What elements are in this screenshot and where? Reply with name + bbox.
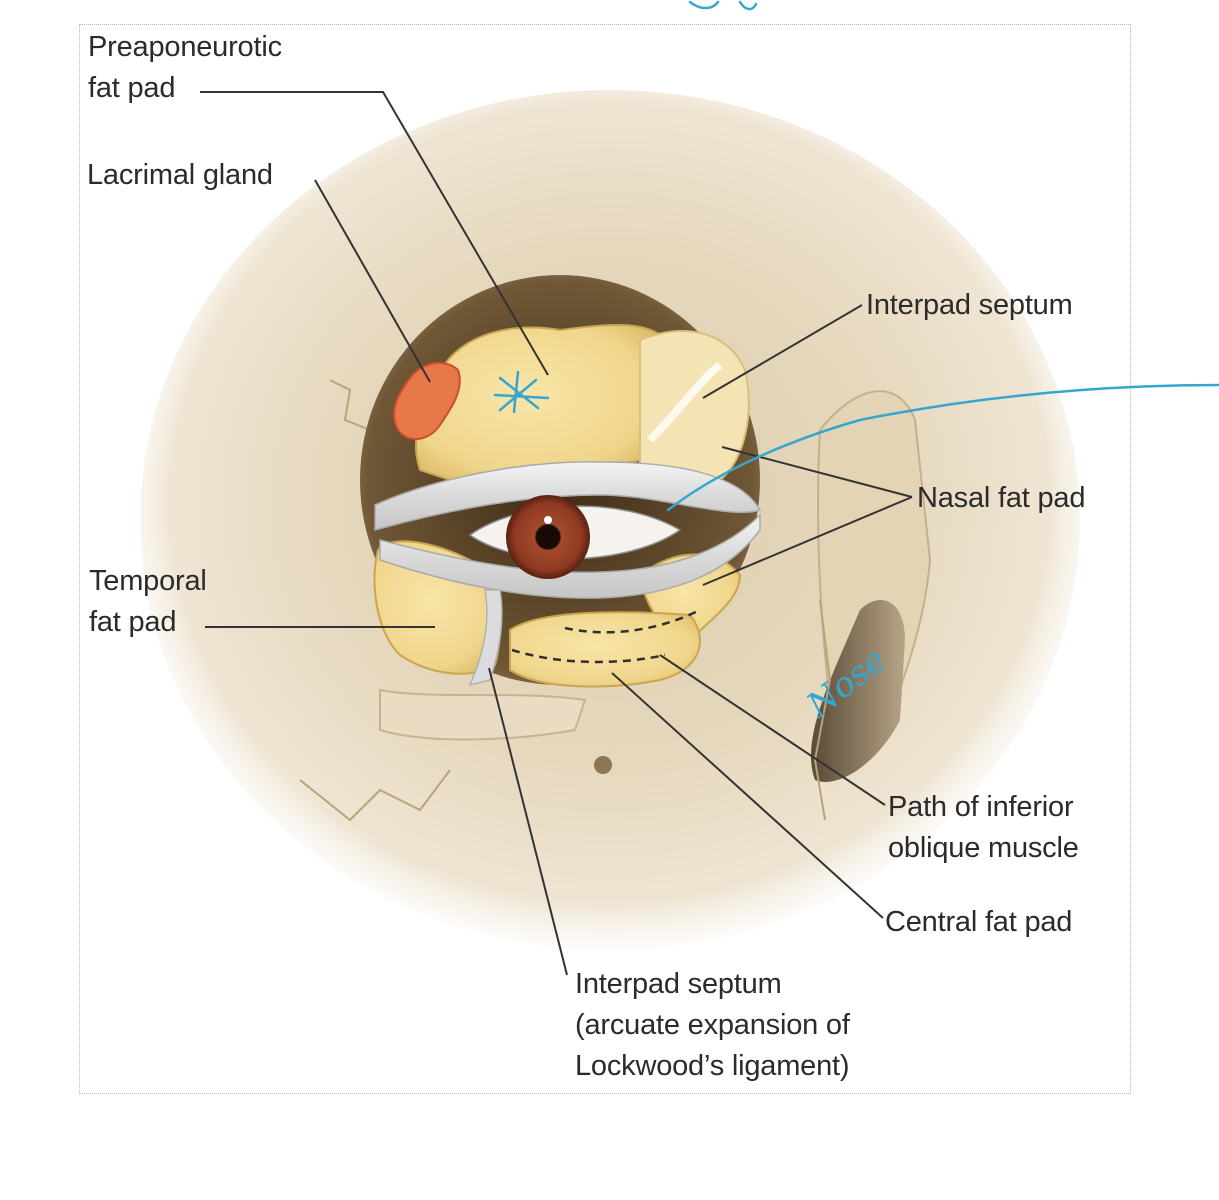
- figure-frame: [79, 24, 1131, 1094]
- interpad-septum-lower: [468, 589, 503, 687]
- central-fat-pad: [509, 611, 701, 688]
- inferior-oblique-path: [511, 648, 666, 664]
- leader-lacrimal: [314, 179, 431, 383]
- lacrimal-gland: [393, 362, 461, 440]
- label-inferior-oblique-path: Path of inferior oblique muscle: [888, 787, 1079, 869]
- nasal-cavity: [811, 600, 905, 782]
- annotation-curve: [666, 383, 1219, 512]
- handwritten-annotations: [493, 0, 1219, 512]
- leader-interpad-lower: [488, 667, 568, 976]
- foramen: [594, 756, 612, 774]
- inferior-oblique-path: [564, 608, 701, 634]
- label-nasal-fat-pad: Nasal fat pad: [917, 482, 1086, 514]
- label-interpad-septum-lower: Interpad septum (arcuate expansion of Lo…: [575, 964, 850, 1087]
- interpad-septum-upper: [647, 361, 723, 443]
- label-temporal-fat-pad: Temporal fat pad: [89, 561, 207, 643]
- leader-nasal-lower: [702, 496, 913, 586]
- label-line: fat pad: [89, 606, 177, 638]
- label-line: Preaponeurotic: [88, 31, 282, 63]
- label-interpad-septum-upper: Interpad septum: [866, 289, 1073, 321]
- leader-nasal-upper: [721, 446, 913, 498]
- iris: [506, 495, 590, 579]
- label-preaponeurotic-fat-pad: Preaponeurotic fat pad: [88, 27, 282, 109]
- leader-lines: [200, 91, 913, 976]
- pupil-highlight: [544, 516, 552, 524]
- label-line: fat pad: [88, 72, 176, 104]
- leader-interpad-upper: [702, 304, 863, 399]
- label-line: (arcuate expansion of: [575, 1009, 850, 1041]
- zygomatic-ridge: [379, 688, 587, 741]
- upper-ligament-band: [374, 461, 762, 531]
- label-line: oblique muscle: [888, 832, 1079, 864]
- nasal-fat-pad-upper: [639, 330, 750, 482]
- label-line: Path of inferior: [888, 791, 1074, 823]
- top-scribble: [688, 0, 758, 11]
- leader-central: [611, 672, 884, 919]
- label-line: Lockwood’s ligament): [575, 1050, 850, 1082]
- asterisk-mark: [493, 370, 550, 414]
- suture-line: [813, 599, 832, 821]
- label-lacrimal-gland: Lacrimal gland: [87, 159, 273, 191]
- suture-line: [329, 379, 371, 431]
- suture-line: [299, 769, 451, 822]
- label-central-fat-pad: Central fat pad: [885, 906, 1073, 938]
- label-line: Interpad septum: [575, 968, 782, 1000]
- label-line: Temporal: [89, 565, 207, 597]
- leader-inferior-oblique: [659, 654, 886, 806]
- leader-preaponeurotic: [200, 91, 549, 376]
